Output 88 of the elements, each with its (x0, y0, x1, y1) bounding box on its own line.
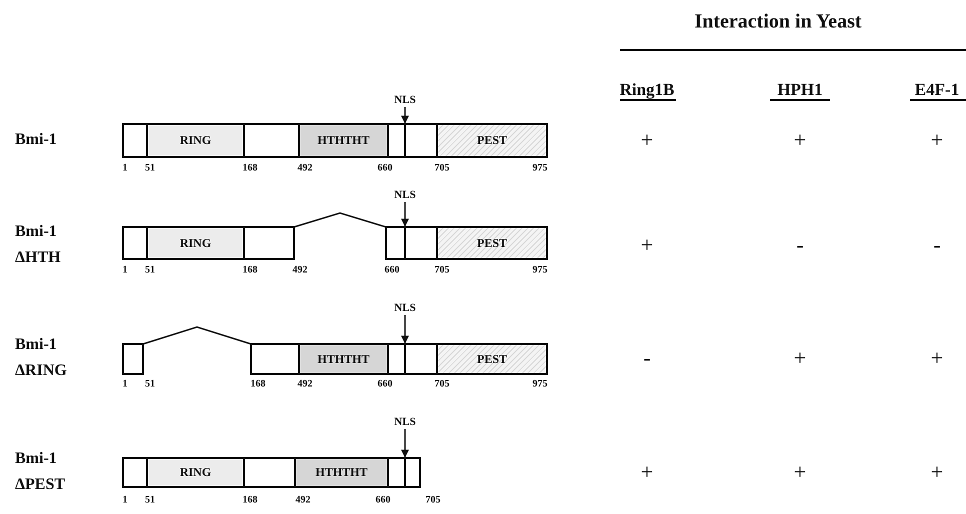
domain-name: HTHTHT (315, 465, 368, 480)
domain-name: HTHTHT (317, 352, 370, 366)
domain-name: RING (180, 465, 212, 480)
construct-name: Bmi-1 ΔPEST (15, 449, 66, 495)
domain-name: PEST (476, 133, 507, 148)
residue-number: 51 (145, 494, 155, 506)
residue-number: 660 (378, 162, 392, 174)
protein-segment (404, 123, 438, 158)
residue-number: 492 (296, 494, 310, 506)
deletion-line (294, 212, 386, 228)
protein-segment (404, 226, 438, 260)
residue-number: 705 (434, 378, 450, 390)
leader-line (401, 107, 409, 124)
interaction-result: + (794, 459, 806, 485)
residue-number: 660 (376, 494, 390, 506)
residue-number: 168 (250, 378, 266, 390)
leader-line (401, 202, 409, 227)
domain-segment (146, 226, 245, 260)
protein-segment (385, 226, 406, 260)
domain-segment (436, 343, 548, 375)
domain-segment (298, 343, 389, 375)
column-header: HPH1 (777, 80, 823, 100)
domain-name: HTHTHT (317, 133, 370, 148)
residue-number: 168 (242, 162, 258, 174)
construct-name: Bmi-1 (15, 130, 58, 150)
residue-number: 492 (298, 162, 312, 174)
interaction-result: + (640, 232, 654, 258)
residue-number: 705 (434, 162, 450, 174)
protein-segment (404, 457, 421, 488)
protein-segment (243, 226, 295, 260)
interaction-result: + (930, 345, 944, 371)
interaction-result: + (794, 127, 806, 153)
residue-number: 975 (532, 264, 548, 276)
domain-segment (146, 123, 245, 158)
residue-number: 1 (122, 378, 128, 390)
interaction-result: + (640, 127, 654, 153)
leader-line (401, 429, 409, 458)
interaction-result: + (794, 345, 806, 371)
domain-segment (146, 457, 245, 488)
protein-segment (122, 226, 148, 260)
protein-segment (243, 457, 296, 488)
deletion-line (142, 326, 252, 345)
residue-number: 705 (434, 264, 450, 276)
residue-number: 51 (145, 264, 155, 276)
domain-segment (436, 123, 548, 158)
residue-number: 168 (242, 494, 258, 506)
domain-name: PEST (476, 352, 507, 366)
residue-number: 168 (242, 264, 258, 276)
protein-segment (122, 343, 144, 375)
interaction-result: + (930, 459, 944, 485)
residue-number: 51 (145, 162, 155, 174)
domain-name: RING (180, 236, 212, 250)
interaction-result: - (933, 232, 941, 258)
domain-segment (298, 123, 389, 158)
column-header: E4F-1 (914, 80, 960, 100)
domain-name: RING (180, 133, 212, 148)
residue-number: 1 (122, 162, 128, 174)
residue-number: 51 (145, 378, 155, 390)
residue-number: 492 (292, 264, 308, 276)
site-label: NLS (394, 302, 416, 314)
interaction-result: - (643, 345, 651, 371)
interaction-result: + (930, 127, 944, 153)
residue-number: 492 (298, 378, 312, 390)
interaction-result: - (796, 232, 804, 258)
construct-name: Bmi-1 ΔRING (15, 335, 68, 381)
protein-segment (250, 343, 300, 375)
residue-number: 705 (426, 494, 440, 506)
column-header: Ring1B (620, 80, 674, 100)
domain-segment (294, 457, 389, 488)
residue-number: 660 (378, 378, 392, 390)
domain-name: PEST (476, 236, 507, 250)
domain-segment (436, 226, 548, 260)
protein-segment (243, 123, 300, 158)
protein-segment (122, 123, 148, 158)
protein-segment (404, 343, 438, 375)
construct-name: Bmi-1 ΔHTH (15, 222, 62, 268)
residue-number: 660 (384, 264, 400, 276)
table-title: Interaction in Yeast (694, 10, 862, 34)
site-label: NLS (394, 416, 416, 428)
residue-number: 1 (122, 494, 128, 506)
protein-segment (122, 457, 148, 488)
leader-line (401, 315, 409, 344)
residue-number: 975 (532, 162, 548, 174)
residue-number: 1 (122, 264, 128, 276)
interaction-result: + (640, 459, 654, 485)
residue-number: 975 (532, 378, 548, 390)
site-label: NLS (394, 94, 416, 106)
site-label: NLS (394, 189, 416, 201)
